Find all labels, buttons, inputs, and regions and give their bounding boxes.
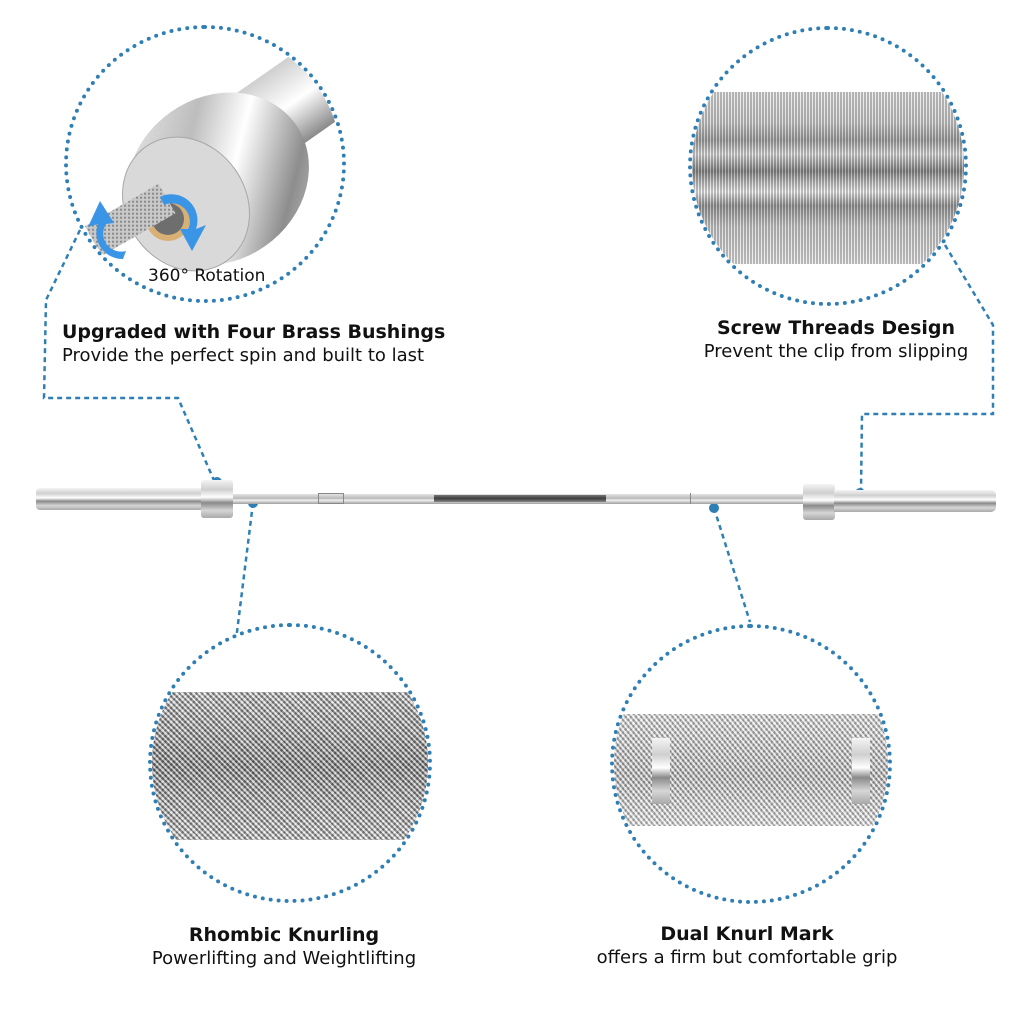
left-collar [201, 480, 233, 518]
left-sleeve [36, 488, 202, 510]
feature-caption-threads: Screw Threads Design Prevent the clip fr… [680, 316, 992, 364]
rotation-label: 360° Rotation [148, 266, 266, 286]
knurl-mark-closeup-circle [610, 624, 892, 904]
threads-closeup-circle [688, 26, 968, 306]
feature-caption-knurl-mark: Dual Knurl Mark offers a firm but comfor… [570, 922, 924, 970]
bushing-illustration [84, 34, 342, 272]
rotation-arrow-icon [160, 194, 206, 251]
feature-title: Rhombic Knurling [188, 924, 380, 946]
feature-subtitle: offers a firm but comfortable grip [596, 947, 898, 968]
threads-texture [692, 92, 964, 264]
right-sleeve [834, 490, 996, 512]
knurl-mark-band-left [652, 738, 670, 804]
bushing-closeup-circle [64, 25, 346, 303]
feature-subtitle: Powerlifting and Weightlifting [151, 948, 417, 969]
feature-subtitle: Prevent the clip from slipping [703, 341, 969, 362]
right-collar [803, 484, 835, 520]
feature-title: Screw Threads Design [716, 317, 956, 339]
rhombic-knurl-texture [152, 692, 428, 840]
feature-title: Dual Knurl Mark [660, 923, 834, 945]
feature-caption-bushings: Upgraded with Four Brass Bushings Provid… [62, 320, 445, 368]
feature-caption-knurling: Rhombic Knurling Powerlifting and Weight… [124, 923, 444, 971]
knurl-mark-band-right [852, 738, 870, 804]
knurling-closeup-circle [148, 623, 432, 903]
center-knurl [434, 495, 606, 502]
barbell [36, 480, 996, 520]
knurl-mark-left [318, 493, 344, 504]
feature-subtitle: Provide the perfect spin and built to la… [62, 345, 425, 366]
feature-title: Upgraded with Four Brass Bushings [62, 321, 446, 343]
knurl-mark-right [690, 493, 712, 504]
